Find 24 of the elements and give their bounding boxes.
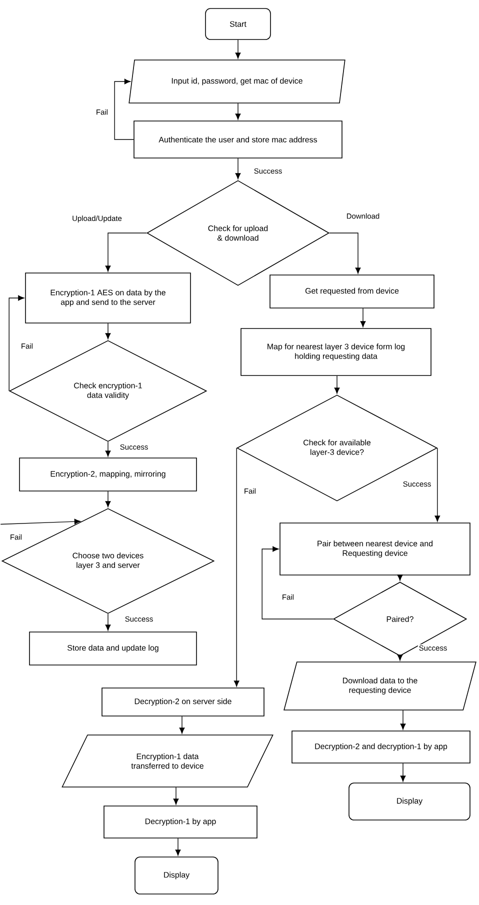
arrow — [105, 232, 147, 272]
arrow — [105, 442, 111, 457]
arrow — [400, 710, 406, 730]
arrow — [397, 574, 403, 581]
arrow — [262, 546, 334, 620]
arrow — [0, 518, 80, 525]
arrow — [179, 716, 185, 734]
arrow — [173, 787, 179, 805]
arrow — [105, 491, 111, 508]
arrow — [235, 103, 241, 120]
arrow — [235, 158, 241, 180]
arrow — [334, 376, 340, 394]
arrow — [400, 763, 406, 782]
arrow — [235, 40, 241, 59]
arrow — [360, 308, 366, 328]
arrow — [329, 232, 361, 274]
arrow — [8, 295, 24, 392]
arrow — [234, 448, 240, 687]
arrow — [105, 323, 111, 340]
arrow — [434, 448, 440, 522]
arrow — [175, 838, 181, 856]
arrow — [114, 78, 134, 140]
arrow — [397, 654, 403, 661]
arrow — [105, 614, 111, 631]
